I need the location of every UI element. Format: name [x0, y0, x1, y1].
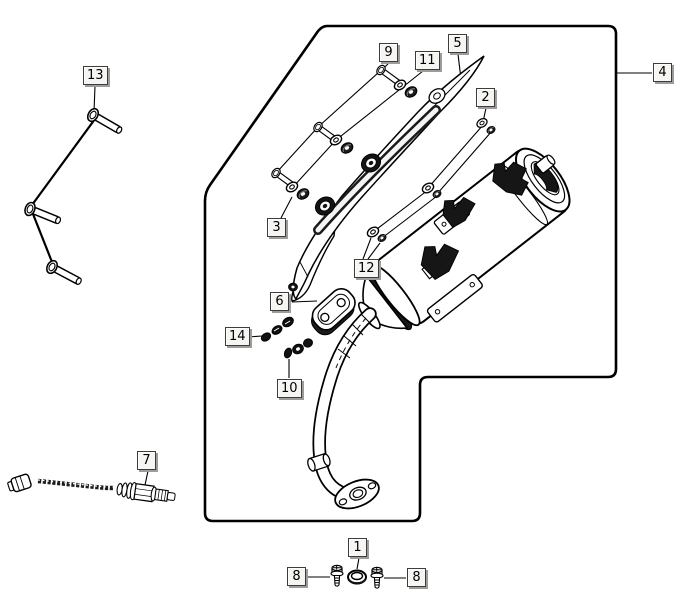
part-small-hardware-10: [283, 338, 313, 359]
part-gasket-1: [347, 569, 367, 585]
part-stud-bolts-13: [22, 106, 126, 289]
callout-7[interactable]: 7: [137, 451, 156, 470]
callout-11[interactable]: 11: [415, 51, 440, 70]
callout-2[interactable]: 2: [476, 88, 495, 107]
callout-5[interactable]: 5: [448, 34, 467, 53]
border-outline: [203, 24, 618, 523]
part-washer-nut-3: [283, 179, 312, 202]
part-washers-12: [364, 224, 388, 244]
callout-6[interactable]: 6: [270, 292, 289, 311]
callout-3[interactable]: 3: [267, 218, 286, 237]
callout-10[interactable]: 10: [277, 379, 302, 398]
callout-9[interactable]: 9: [379, 43, 398, 62]
part-flange-gasket-6: [311, 288, 356, 336]
part-exhaust-pipe: [307, 307, 380, 510]
callout-14[interactable]: 14: [225, 327, 250, 346]
callout-13[interactable]: 13: [83, 66, 108, 85]
part-heat-shield-5: [288, 55, 485, 302]
part-small-hardware-14: [260, 316, 294, 342]
callout-8-right[interactable]: 8: [407, 568, 426, 587]
callout-4[interactable]: 4: [653, 63, 672, 82]
callout-12[interactable]: 12: [354, 259, 379, 278]
part-muffler-assembly-4: [357, 147, 571, 331]
callout-1[interactable]: 1: [348, 538, 367, 557]
callout-8-left[interactable]: 8: [287, 567, 306, 586]
part-oxygen-sensor-7: [7, 473, 176, 503]
